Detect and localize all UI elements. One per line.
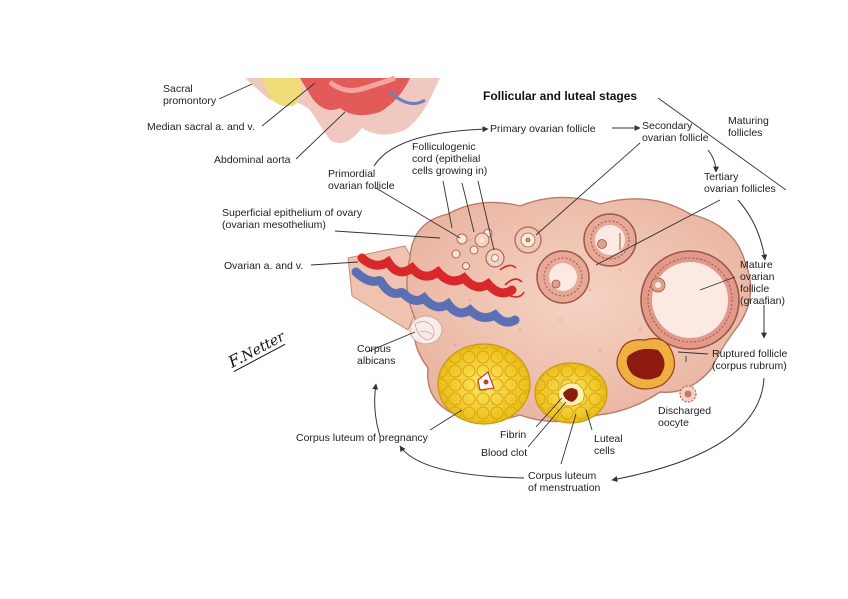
label-luteal-cells: Luteal cells (594, 433, 626, 457)
tertiary-follicle-2 (583, 213, 637, 267)
cycle-arrows (372, 125, 768, 482)
label-tertiary: Tertiary ovarian follicles (704, 171, 776, 195)
label-corpus-luteum-pregnancy: Corpus luteum of pregnancy (296, 432, 429, 444)
label-ruptured: Ruptured follicle (corpus rubrum) (712, 348, 790, 372)
label-abdominal-aorta: Abdominal aorta (214, 154, 291, 166)
label-median-sacral: Median sacral a. and v. (147, 121, 255, 133)
ovarian-vessels (351, 253, 525, 327)
label-corpus-albicans: Corpus albicans (357, 343, 396, 367)
secondary-follicle (514, 226, 542, 254)
aorta-inset (245, 75, 440, 144)
labels: Follicular and luteal stages Sacral prom… (147, 83, 790, 494)
label-mature: Mature ovarian follicle (graafian) (740, 259, 785, 307)
discharged-oocyte (679, 385, 697, 403)
label-maturing: Maturing follicles (728, 115, 772, 139)
label-secondary: Secondary ovarian follicle (642, 120, 709, 144)
label-superficial-epithelium: Superficial epithelium of ovary (ovarian… (222, 207, 365, 231)
label-discharged: Discharged oocyte (658, 405, 714, 429)
ovarian-vein (351, 267, 520, 327)
label-primordial: Primordial ovarian follicle (328, 168, 395, 192)
diagram-title: Follicular and luteal stages (483, 89, 637, 103)
tertiary-follicle-1 (536, 250, 590, 304)
ruptured-follicle (616, 337, 675, 390)
label-ovarian-av: Ovarian a. and v. (224, 260, 303, 272)
label-blood-clot: Blood clot (481, 447, 527, 459)
label-folliculogenic: Folliculogenic cord (epithelial cells gr… (412, 141, 487, 177)
corpus-luteum-menstruation-shape (534, 362, 608, 424)
label-corpus-luteum-menstruation: Corpus luteum of menstruation (528, 470, 601, 494)
label-primary: Primary ovarian follicle (490, 123, 596, 135)
label-sacral-promontory: Sacral promontory (163, 83, 217, 107)
netter-signature: F. Netter (224, 328, 289, 372)
ovarian-artery (357, 253, 517, 298)
corpus-albicans-shape (409, 315, 443, 345)
primary-follicle (474, 232, 505, 268)
mature-follicle (640, 250, 740, 350)
leader-lines (218, 82, 787, 465)
label-fibrin: Fibrin (500, 429, 526, 441)
corpus-luteum-pregnancy-shape (437, 343, 531, 425)
